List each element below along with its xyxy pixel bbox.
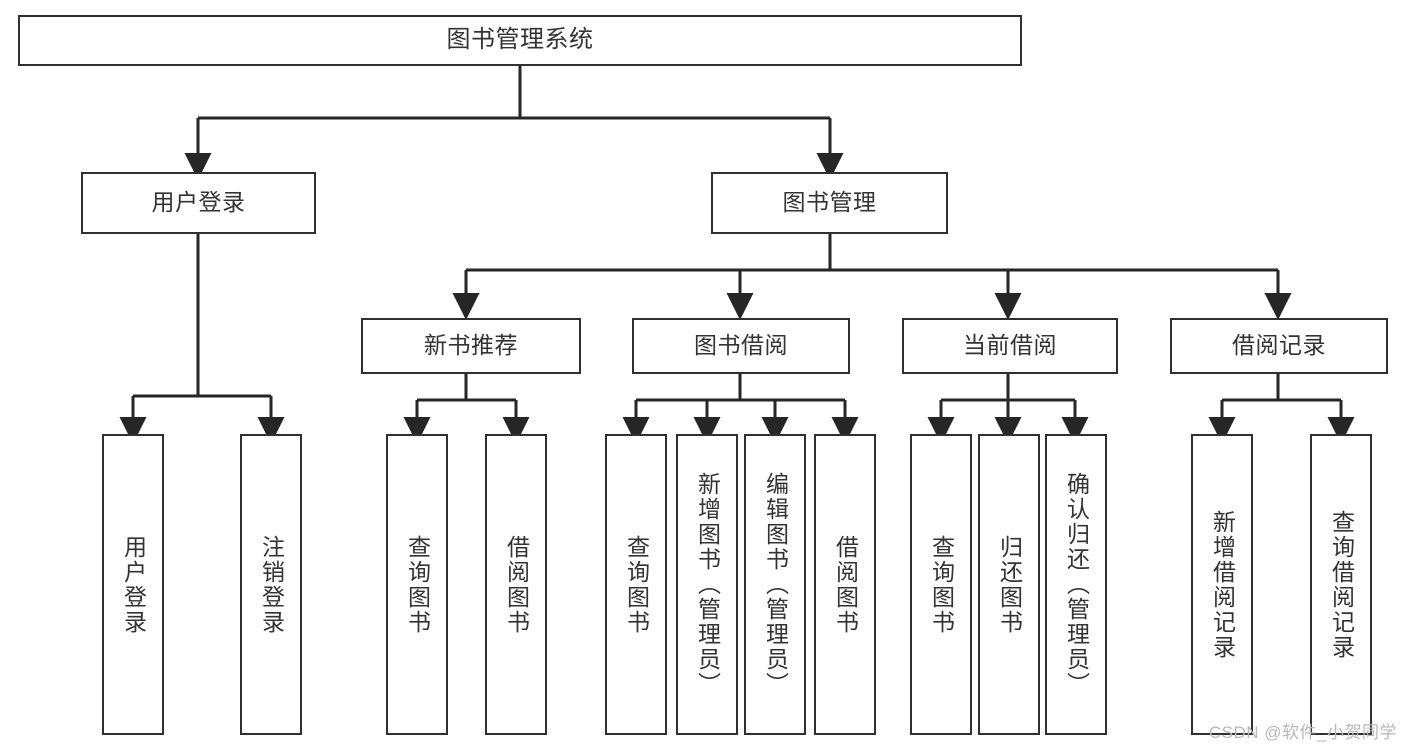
leaf-book-borrow-add[interactable]: 新增图书（管理员） bbox=[676, 434, 738, 735]
node-current-borrow[interactable]: 当前借阅 bbox=[902, 318, 1118, 374]
node-book-management[interactable]: 图书管理 bbox=[711, 172, 948, 234]
csdn-watermark: CSDN @软件_小贺同学 bbox=[1208, 723, 1397, 742]
node-label: 借阅记录 bbox=[1232, 332, 1326, 359]
leaf-current-borrow-query[interactable]: 查询图书 bbox=[910, 434, 972, 735]
node-label: 图书管理 bbox=[782, 189, 877, 216]
node-label: 查询借阅记录 bbox=[1328, 509, 1355, 660]
node-label: 查询图书 bbox=[928, 534, 955, 635]
node-book-borrow[interactable]: 图书借阅 bbox=[632, 318, 850, 374]
leaf-book-borrow-borrow[interactable]: 借阅图书 bbox=[814, 434, 876, 735]
node-label: 归还图书 bbox=[996, 534, 1023, 635]
leaf-user-login-logout[interactable]: 注销登录 bbox=[240, 434, 302, 735]
leaf-current-borrow-return[interactable]: 归还图书 bbox=[978, 434, 1040, 735]
node-label: 当前借阅 bbox=[963, 332, 1057, 359]
node-label: 确认归还（管理员） bbox=[1063, 472, 1090, 697]
node-label: 注销登录 bbox=[258, 534, 285, 635]
leaf-new-book-borrow[interactable]: 借阅图书 bbox=[485, 434, 547, 735]
node-label: 查询图书 bbox=[623, 534, 650, 635]
node-label: 用户登录 bbox=[151, 189, 246, 216]
leaf-user-login-login[interactable]: 用户登录 bbox=[102, 434, 164, 735]
leaf-new-book-query[interactable]: 查询图书 bbox=[386, 434, 448, 735]
node-label: 新增图书（管理员） bbox=[694, 472, 721, 697]
node-label: 新书推荐 bbox=[424, 332, 518, 359]
node-user-login[interactable]: 用户登录 bbox=[81, 172, 316, 234]
leaf-borrow-record-query[interactable]: 查询借阅记录 bbox=[1310, 434, 1372, 735]
leaf-book-borrow-query[interactable]: 查询图书 bbox=[605, 434, 667, 735]
node-label: 新增借阅记录 bbox=[1209, 509, 1236, 660]
leaf-book-borrow-edit[interactable]: 编辑图书（管理员） bbox=[744, 434, 806, 735]
node-label: 借阅图书 bbox=[832, 534, 859, 635]
node-new-book-recommend[interactable]: 新书推荐 bbox=[361, 318, 581, 374]
node-label: 编辑图书（管理员） bbox=[762, 472, 789, 697]
node-label: 借阅图书 bbox=[503, 534, 530, 635]
node-label: 图书借阅 bbox=[694, 332, 788, 359]
node-label: 用户登录 bbox=[120, 534, 147, 635]
node-label: 查询图书 bbox=[404, 534, 431, 635]
node-root-system[interactable]: 图书管理系统 bbox=[18, 15, 1022, 66]
node-borrow-record[interactable]: 借阅记录 bbox=[1170, 318, 1388, 374]
leaf-current-borrow-confirm-return[interactable]: 确认归还（管理员） bbox=[1045, 434, 1107, 735]
leaf-borrow-record-add[interactable]: 新增借阅记录 bbox=[1191, 434, 1253, 735]
node-label: 图书管理系统 bbox=[446, 26, 594, 54]
